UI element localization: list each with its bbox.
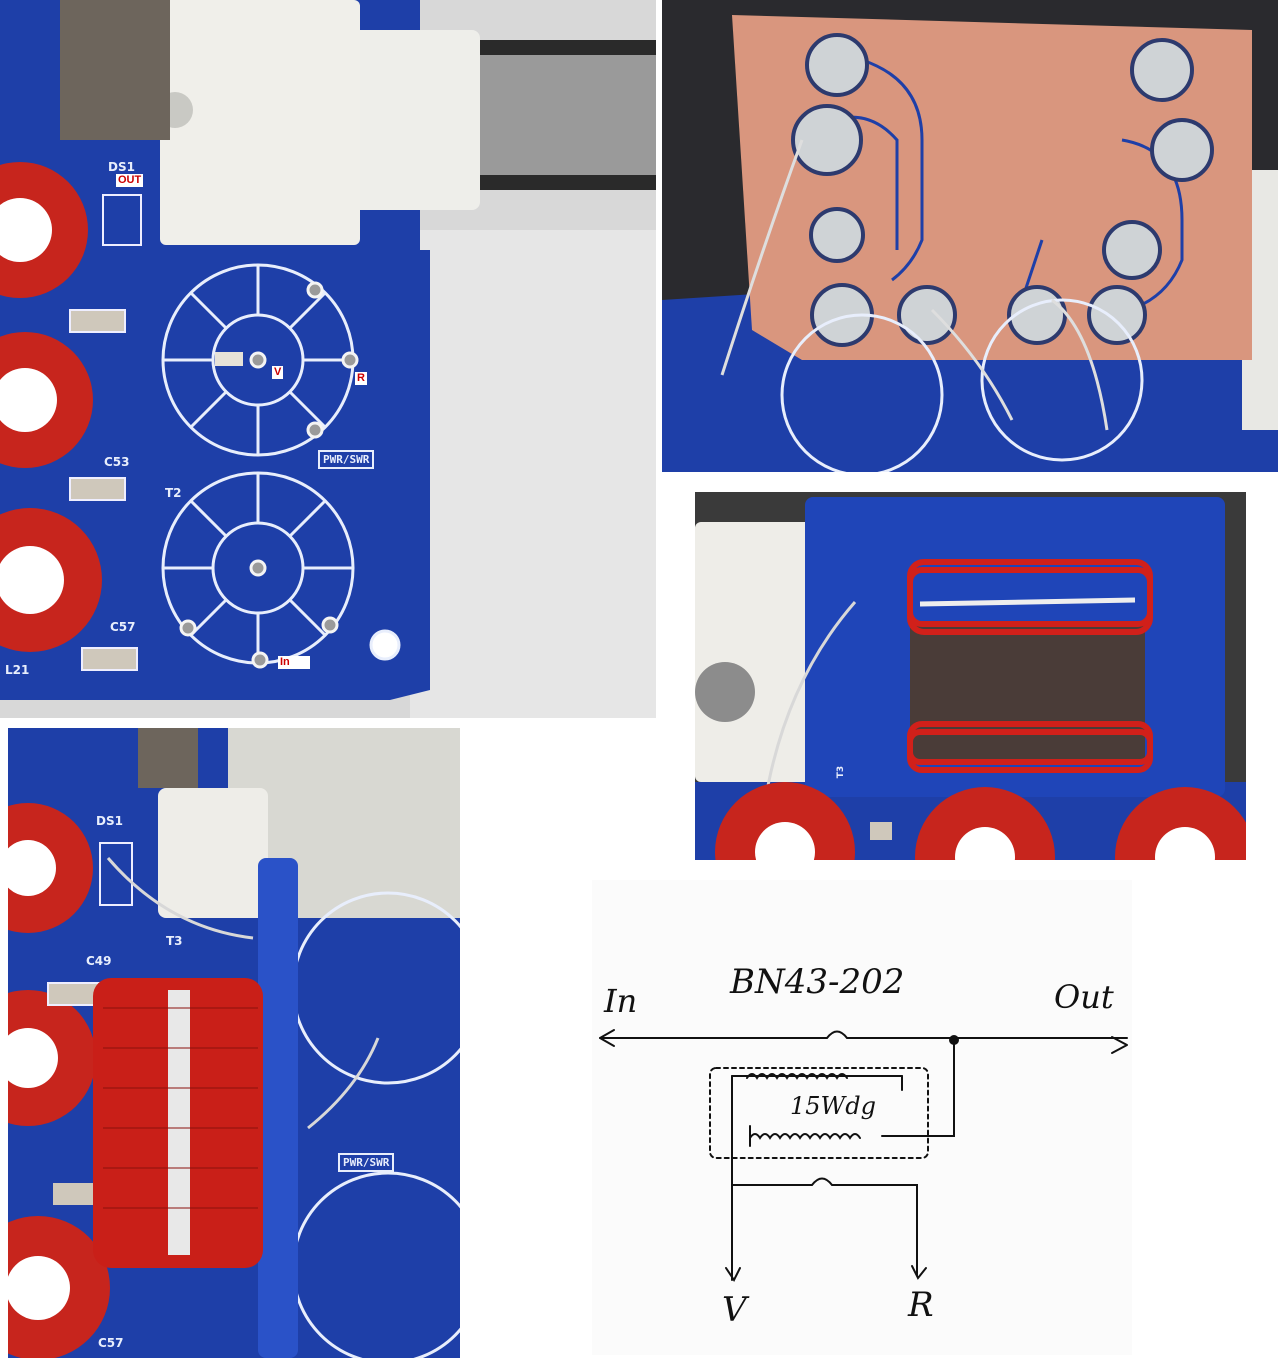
pcb-top-view-drawing [0,0,656,718]
schematic-in-label: In [604,982,638,1020]
label-r: R [355,372,367,385]
toroid-cores-left-bottom [8,803,110,1358]
silk-ds1-bottom: DS1 [96,814,123,828]
silk-t2: T2 [165,486,182,500]
silk-c57: C57 [110,620,136,634]
schematic-sketch: BN43-202 In Out 15Wdg V R [592,880,1132,1355]
photo-transformer-mounted: DS1 T3 C49 C57 PWR/SWR [8,728,460,1358]
label-in: In [278,656,310,669]
silk-pwr-swr-bottom: PWR/SWR [338,1153,395,1172]
schematic-v-label: V [722,1290,747,1330]
solder-joints [791,33,1214,347]
silk-ds1: DS1 [108,160,135,174]
label-v: V [272,366,284,379]
silk-c57-bottom: C57 [98,1336,124,1350]
silk-pwr-swr: PWR/SWR [318,450,375,469]
toroid-cores-bottom [715,782,1246,860]
silk-t3-mid: T3 [836,765,847,779]
photo-copper-board-rear [662,0,1278,472]
toroid-cores-left [0,162,102,652]
bifilar-winding [907,559,1153,773]
schematic-out-label: Out [1054,978,1114,1016]
schematic-drawing [599,1029,1128,1282]
photo-transformer-side: T3 [695,492,1246,860]
through-conductor [599,1030,1128,1039]
copper-board-drawing [662,0,1278,472]
silk-t3-bottom: T3 [166,934,183,948]
label-out: OUT [116,174,144,187]
transformer-side-drawing [695,492,1246,860]
silk-c53: C53 [104,455,130,469]
transformer-footprints [161,263,355,665]
transformer-mounted-drawing [8,728,460,1358]
wire-leads [720,139,1109,431]
schematic-core-label: BN43-202 [730,962,905,1002]
photo-pcb-top-view: OUT V R In DS1 C53 T2 C57 L21 PWR/SWR [0,0,656,718]
silk-c49: C49 [86,954,112,968]
schematic-windings-label: 15Wdg [790,1092,876,1120]
silk-l21: L21 [5,663,30,677]
schematic-r-label: R [908,1285,934,1325]
